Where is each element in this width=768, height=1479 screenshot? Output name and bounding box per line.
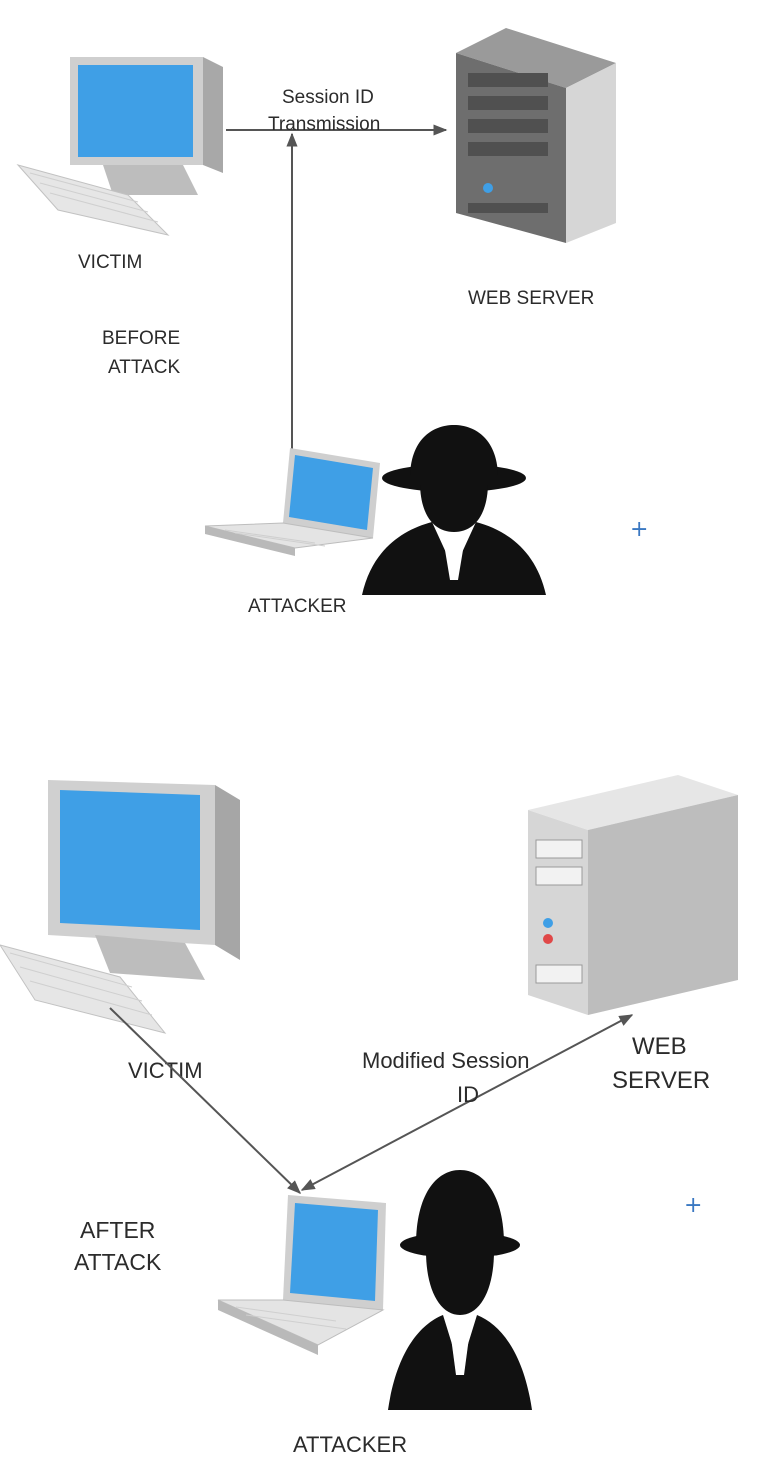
after-attack-section: VICTIM WEB SERVER Modified Session ID AF… bbox=[0, 775, 738, 1457]
session-id-label-line2: Transmission bbox=[268, 114, 380, 135]
web-server-icon bbox=[456, 28, 616, 243]
web-server-label-line2: SERVER bbox=[612, 1067, 710, 1094]
modified-session-arrow bbox=[300, 1014, 634, 1191]
victim-label: VICTIM bbox=[78, 252, 142, 273]
attacker-label: ATTACKER bbox=[248, 596, 347, 617]
victim-computer-icon bbox=[16, 57, 223, 236]
after-attack-label-line1: AFTER bbox=[80, 1217, 155, 1243]
before-attack-label-line1: BEFORE bbox=[102, 328, 180, 349]
after-attack-label-line2: ATTACK bbox=[74, 1249, 162, 1275]
victim-to-attacker-arrow bbox=[109, 1007, 302, 1194]
plus-marker-icon: + bbox=[630, 517, 648, 542]
web-server-label: WEB SERVER bbox=[468, 288, 594, 309]
hacker-silhouette-icon bbox=[362, 425, 546, 595]
before-attack-label-line2: ATTACK bbox=[108, 357, 180, 378]
attacker-laptop-icon bbox=[217, 1195, 386, 1355]
modified-session-label-line2: ID bbox=[457, 1082, 479, 1107]
web-server-icon bbox=[528, 775, 738, 1015]
attacker-label: ATTACKER bbox=[293, 1432, 407, 1457]
web-server-label-line1: WEB bbox=[632, 1033, 687, 1060]
attacker-laptop-icon bbox=[204, 448, 380, 556]
victim-computer-icon bbox=[0, 780, 240, 1034]
hacker-silhouette-icon bbox=[388, 1170, 532, 1410]
before-attack-section: VICTIM WEB SERVER Session ID Transmissio… bbox=[16, 28, 648, 617]
modified-session-label-line1: Modified Session bbox=[362, 1048, 530, 1073]
session-id-label-line1: Session ID bbox=[282, 87, 374, 108]
plus-marker-icon: + bbox=[684, 1193, 702, 1218]
